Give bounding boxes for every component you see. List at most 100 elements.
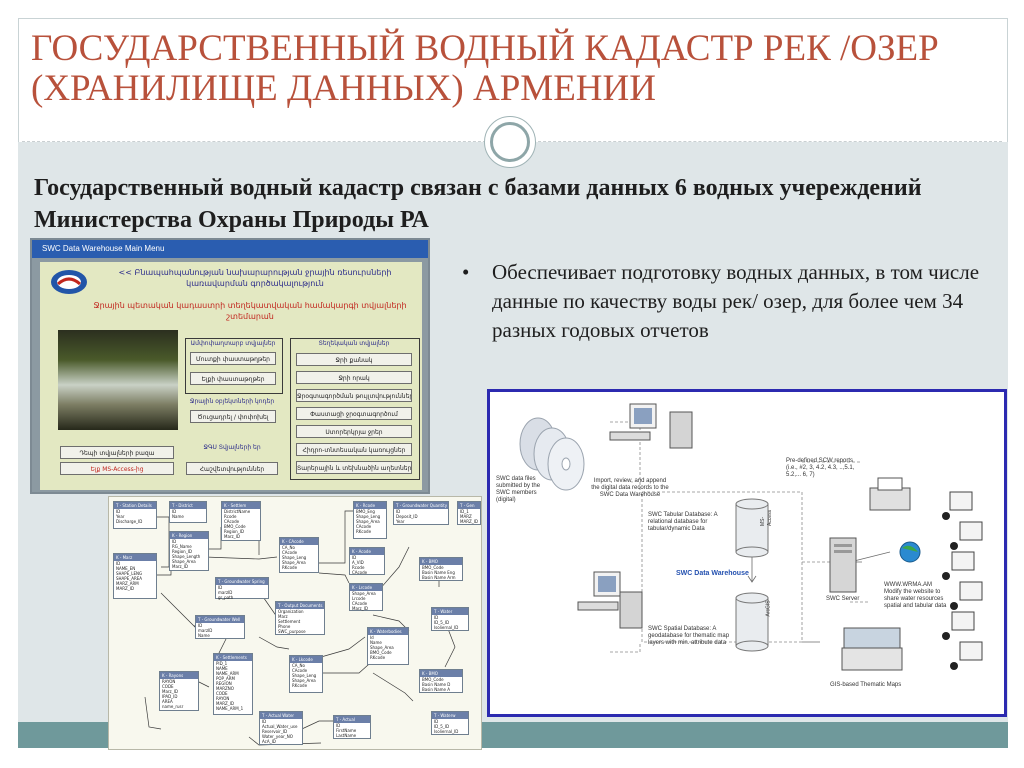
warehouse-label: SWC Data Warehouse [676, 570, 749, 577]
menu-subheader-text: Ջրային պետական կադաստրի տեղեկատվական համ… [80, 300, 420, 322]
spatial-db-label: SWC Spatial Database: A geodatabase for … [648, 626, 732, 647]
menu-button-water-permits[interactable]: Ջրօգտագործման թույլտվություններ [296, 389, 412, 402]
er-field: Marz_ID [222, 534, 260, 539]
er-table-name: K - Settlements [214, 654, 252, 661]
er-field: RKcode [354, 529, 386, 534]
website-label: WWW.WRMA.AM Modify the website to share … [884, 582, 950, 610]
er-table: K - Rcode BMO_Eng Shape_Leng Shape_Area … [353, 501, 387, 539]
er-field: LastName [334, 733, 370, 738]
er-field: RKcode [368, 655, 408, 660]
er-table: T - District ID Name [169, 501, 207, 523]
er-table-name: T - Actual Water [260, 712, 302, 719]
er-table: T - Groundwater Quantity ID Deposit_ID Y… [393, 501, 449, 525]
er-field: Year [394, 519, 448, 524]
er-table: T - Groundwater Well ID marzID Name [195, 615, 245, 639]
er-field: CAcode [350, 570, 384, 575]
er-diagram-screenshot: T - Station Details ID Year Discharge_ID… [108, 496, 482, 750]
er-table: T - Station Details ID Year Discharge_ID [113, 501, 157, 529]
er-field: name_rusr [160, 704, 198, 709]
menu-button-disasters[interactable]: Տարերային և տեխնածին աղետներ [296, 461, 412, 474]
er-table: T - Groundwater Spring ID marzID gr_path [215, 577, 269, 599]
er-table: T - Waterw ID ID_5_ID Isoliernal_ID [431, 711, 469, 735]
er-table: K - Lrcode Shape_Area Lrcode CAcode Marz… [349, 583, 383, 611]
menu-button-hydro-structures[interactable]: Հիդրո-տնտեսական կառույցներ [296, 443, 412, 456]
er-table-name: K - BMO [420, 670, 462, 677]
gis-maps-label: GIS-based Thematic Maps [830, 682, 930, 689]
er-table-name: T - Water [432, 608, 468, 615]
er-table-name: K - Settlem [222, 502, 260, 509]
divider-ring-icon [484, 116, 536, 168]
er-table: K - Lkcode CA_No CAcode Shape_Leng Shape… [289, 655, 323, 693]
er-field: Name [196, 633, 244, 638]
er-table: K - Rayons RAYON CODE Marz_ID IPAD_ID AR… [159, 671, 199, 711]
er-field: Basin Name A [420, 687, 462, 692]
er-table: K - Settlements PID_1 NAME NAME_ARM POP_… [213, 653, 253, 715]
er-table-name: K - Rcode [354, 502, 386, 509]
er-table-name: T - Station Details [114, 502, 156, 509]
tabular-db-label: SWC Tabular Database: A relational datab… [648, 512, 732, 533]
er-table: K - Settlem DistrictName Rcode CAcode BM… [221, 501, 261, 541]
er-table-name: T - Gen [458, 502, 480, 509]
reports-label: Pre-defined SCW reports (i.e., #2, 3, 4.… [786, 458, 866, 479]
slide-title: ГОСУДАРСТВЕННЫЙ ВОДНЫЙ КАДАСТР РЕК /ОЗЕР… [31, 29, 991, 109]
er-field: Basin Name Arm [420, 575, 462, 580]
menu-button-actual-use[interactable]: Փաստացի ջրօգտագործում [296, 407, 412, 420]
er-table: T - Actual Water ID Actual_Water_use Res… [259, 711, 303, 745]
group-gis-label: ՋԳՍ Տվյալների եր [180, 444, 284, 451]
bullet-item: • Обеспечивает подготовку водных данных,… [462, 258, 1010, 345]
er-field: gr_path [216, 595, 268, 600]
er-field: Marz_ID [350, 606, 382, 611]
er-table-name: K - Lrcode [350, 584, 382, 591]
er-field: Marz_ID [170, 564, 208, 569]
menu-button-output-docs[interactable]: Ելքի փաստաթղթեր [190, 372, 276, 385]
er-field: Name [170, 514, 206, 519]
er-table-name: K - Waterbodies [368, 628, 408, 635]
agency-logo-icon [50, 268, 88, 296]
er-field: MARZ_ID [114, 586, 156, 591]
menu-button-reports[interactable]: Հաշվետվություններ [186, 462, 278, 475]
menu-window-screenshot: SWC Data Warehouse Main Menu << Բնապահպա… [30, 238, 430, 494]
group-summary-label: Ամփոփաղտարբ տվյալներ [185, 340, 281, 347]
er-table-name: T - Groundwater Spring [216, 578, 268, 585]
er-field: AcA_ID [260, 739, 302, 744]
server-label: SWC Server [826, 596, 866, 603]
er-table-name: K - Marz [114, 554, 156, 561]
er-table-name: K - Rayons [160, 672, 198, 679]
group-reference-label: Տեղեկական տվյալներ [290, 340, 418, 347]
er-table-name: K - Acode [350, 548, 384, 555]
er-table: K - CAcode CA_No CAcode Shape_Leng Shape… [279, 537, 319, 573]
menu-button-groundwater[interactable]: Ստորերկրյա ջրեր [296, 425, 412, 438]
swc-architecture-diagram: SWC data files submitted by the SWC memb… [487, 389, 1007, 717]
er-table-name: K - CAcode [280, 538, 318, 545]
er-table-name: T - Groundwater Quantity [394, 502, 448, 509]
er-table-name: T - Waterw [432, 712, 468, 719]
ms-access-label: MS-Access [760, 508, 774, 526]
menu-button-to-database[interactable]: Դեպի տվյալների բազա [60, 446, 174, 459]
menu-header-text: << Բնապահպանության նախարարության ջրային … [100, 267, 410, 289]
er-table: K - BMO BMO_Code Basin Name Eng Basin Na… [419, 557, 463, 581]
er-field: NAME_ARM_1 [214, 706, 252, 711]
menu-button-exit-access[interactable]: Ելք MS-Access-ից [60, 462, 174, 475]
bullet-marker: • [462, 258, 469, 287]
er-table: K - Acode ID A_VID Rcode CAcode [349, 547, 385, 575]
er-table: T - Output Documents Organization Marz S… [275, 601, 325, 635]
er-table-name: T - Output Documents [276, 602, 324, 609]
er-field: RKcode [290, 683, 322, 688]
menu-button-water-quality[interactable]: Ջրի որակ [296, 371, 412, 384]
menu-button-water-quantity[interactable]: Ջրի քանակ [296, 353, 412, 366]
bullet-text: Обеспечивает подготовку водных данных, в… [462, 258, 1010, 345]
er-table-name: K - BMO [420, 558, 462, 565]
menu-button-input-docs[interactable]: Մուտքի փաստաթղթեր [190, 352, 276, 365]
waterfall-photo [58, 330, 178, 430]
menu-button-show-edit[interactable]: Ծուցադրել / փոփոխել [190, 410, 276, 423]
arcgis-label: ArcGIS [766, 599, 773, 617]
er-field: SWC_purpose [276, 629, 324, 634]
er-field: Isoliernal_ID [432, 729, 468, 734]
er-table-name: K - Lkcode [290, 656, 322, 663]
er-field: MARZ_ID [458, 519, 480, 524]
slide-subtitle: Государственный водный кадастр связан с … [34, 172, 994, 236]
er-table: T - Water ID ID_5_ID Isoliernal_ID [431, 607, 469, 631]
er-table-name: K - Region [170, 532, 208, 539]
er-field: Isoliernal_ID [432, 625, 468, 630]
er-table: K - Waterbodies Id Name Shape_Area BMO_C… [367, 627, 409, 665]
